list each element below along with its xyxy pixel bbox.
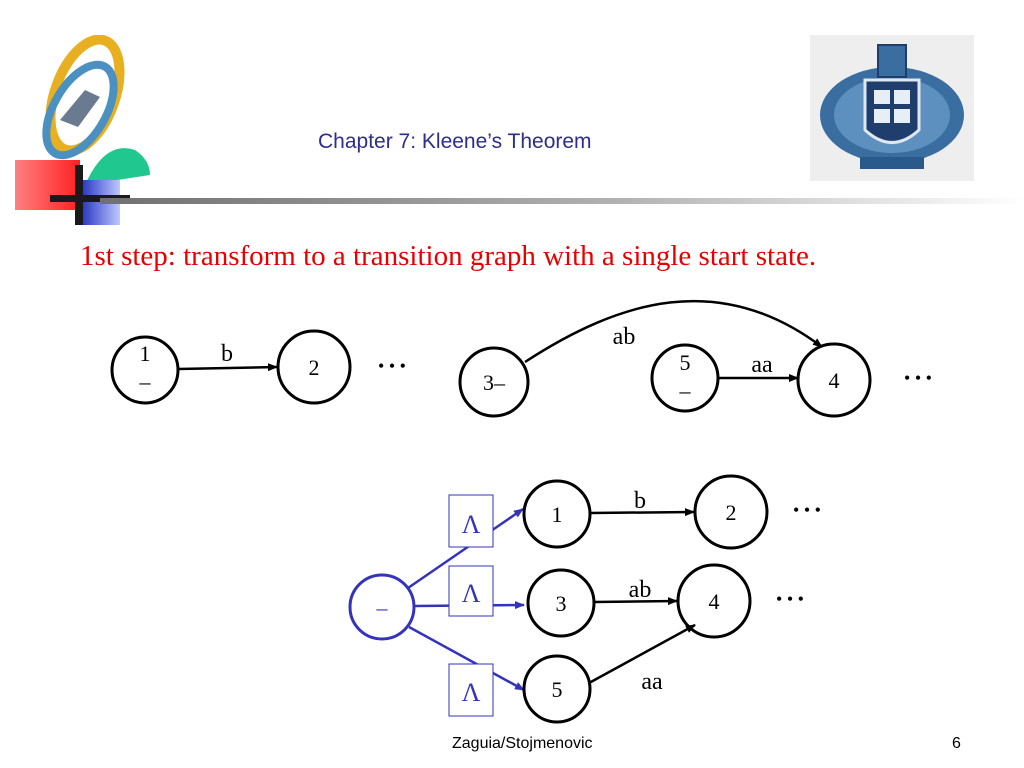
slide-heading: 1st step: transform to a transition grap… — [80, 240, 817, 272]
state-2-label: 2 — [309, 355, 320, 380]
lambda-label-1: Λ — [462, 510, 481, 539]
edge-1-2-label-bottom: b — [634, 488, 646, 514]
page-number: 6 — [952, 735, 961, 752]
state-5-label: 5 — [680, 350, 691, 375]
state-1-start-mark: – — [139, 369, 152, 394]
state-4-node — [796, 342, 872, 418]
ellipsis-bottom-mid: • • • — [776, 589, 804, 609]
bottom-graph: – Λ Λ Λ 1 b 2 • • • 3 ab 4 • • • 5 aa — [348, 474, 821, 724]
state-2-label-bottom: 2 — [726, 500, 737, 525]
new-start-node — [348, 573, 416, 641]
logo-graphic — [15, 35, 150, 225]
state-5-label-bottom: 5 — [552, 677, 563, 702]
state-5-start-mark: – — [679, 378, 692, 403]
edge-3-4-label-bottom: ab — [629, 577, 652, 603]
state-3-label: 3– — [483, 370, 506, 395]
state-3-label-bottom: 3 — [556, 591, 567, 616]
state-4-label-bottom: 4 — [709, 589, 720, 614]
university-crest — [810, 35, 974, 181]
lambda-label-2: Λ — [462, 579, 481, 608]
edge-3-4-label: ab — [613, 324, 636, 350]
state-2-node — [276, 329, 352, 405]
lambda-box-2 — [448, 565, 494, 617]
state-3-node-bottom — [526, 568, 596, 638]
lambda-box-3 — [448, 663, 494, 717]
state-1-node — [110, 335, 180, 405]
footer-author: Zaguia/Stojmenovic — [452, 735, 593, 752]
new-start-label: – — [376, 595, 389, 620]
lambda-label-3: Λ — [462, 678, 481, 707]
top-left-graph: 1 – b 2 • • • — [110, 329, 406, 405]
edge-3-4-bottom — [593, 597, 678, 606]
edge-5-4-label: aa — [751, 352, 773, 378]
state-4-node-bottom — [676, 563, 752, 639]
ellipsis-top-left: • • • — [378, 356, 406, 376]
lambda-edge-to-5 — [408, 625, 525, 692]
ellipsis-bottom-top: • • • — [793, 500, 821, 520]
edge-1-2 — [177, 363, 278, 372]
header-divider — [100, 198, 1024, 204]
edge-1-2-label: b — [221, 341, 233, 367]
ellipsis-top-right: • • • — [904, 368, 932, 388]
lambda-box-1 — [448, 494, 494, 548]
lambda-edge-to-1 — [407, 507, 524, 590]
state-3-node — [458, 346, 530, 418]
state-1-label: 1 — [140, 341, 151, 366]
edge-1-2-bottom — [589, 508, 695, 517]
state-1-label-bottom: 1 — [552, 502, 563, 527]
state-5-node-bottom — [522, 654, 592, 724]
edge-3-4 — [524, 299, 823, 364]
chapter-title: Chapter 7: Kleene’s Theorem — [318, 130, 592, 153]
top-right-graph: 3– ab 5 – aa 4 • • • — [458, 299, 932, 418]
state-2-node-bottom — [693, 474, 769, 550]
state-1-node-bottom — [522, 479, 592, 549]
edge-5-4-bottom — [588, 623, 696, 685]
state-4-label: 4 — [829, 368, 840, 393]
edge-5-4-label-bottom: aa — [641, 669, 663, 695]
